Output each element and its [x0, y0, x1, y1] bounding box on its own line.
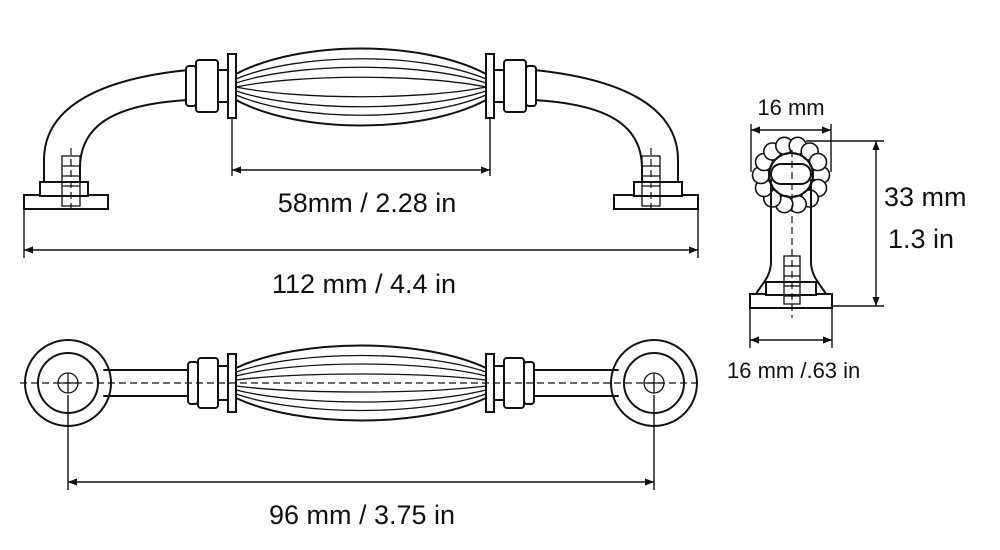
- front-view: 58mm / 2.28 in 112 mm / 4.4 in: [23, 47, 699, 299]
- top-view: 96 mm / 3.75 in: [20, 339, 702, 530]
- fluted-barrel: [235, 47, 487, 127]
- side-rose: [751, 136, 831, 214]
- dimension-112mm: 112 mm / 4.4 in: [23, 210, 699, 299]
- left-base-step: [39, 181, 89, 197]
- dimension-label-96mm: 96 mm / 3.75 in: [269, 500, 455, 530]
- dimension-33mm: 33 mm 1.3 in: [806, 140, 967, 307]
- right-base-plate: [613, 194, 699, 210]
- side-post-right: [810, 179, 827, 295]
- side-post-left: [755, 179, 772, 295]
- left-arm-outer: [43, 69, 189, 197]
- dimension-label-112mm: 112 mm / 4.4 in: [272, 269, 456, 299]
- right-arm-outer: [533, 69, 679, 197]
- dimension-16mm-top: 16 mm: [750, 95, 832, 172]
- left-arm-inner: [79, 99, 189, 197]
- side-view: 16 mm 33 mm 1.3 in 16 mm /.63 in: [727, 95, 967, 383]
- right-arm-inner: [533, 99, 643, 197]
- dimension-label-16mm-bottom: 16 mm /.63 in: [727, 358, 860, 383]
- dimension-label-58mm: 58mm / 2.28 in: [278, 188, 457, 218]
- dimension-label-16mm-top: 16 mm: [757, 95, 824, 120]
- side-base-step: [765, 281, 817, 296]
- dimension-96mm: 96 mm / 3.75 in: [67, 395, 655, 530]
- dimension-58mm: 58mm / 2.28 in: [231, 118, 491, 218]
- fluted-barrel-top: [235, 344, 487, 422]
- left-collar: [185, 53, 237, 119]
- dimension-16mm-bottom: 16 mm /.63 in: [727, 308, 860, 383]
- left-screw: [61, 148, 81, 214]
- side-post-cap: [770, 163, 812, 185]
- right-collar: [485, 53, 537, 119]
- right-screw: [641, 148, 661, 214]
- right-base-step: [633, 181, 683, 197]
- dimension-label-1-3in: 1.3 in: [888, 224, 954, 254]
- left-base-plate: [23, 194, 109, 210]
- dimension-label-33mm: 33 mm: [884, 182, 967, 212]
- side-rose-center: [768, 152, 814, 198]
